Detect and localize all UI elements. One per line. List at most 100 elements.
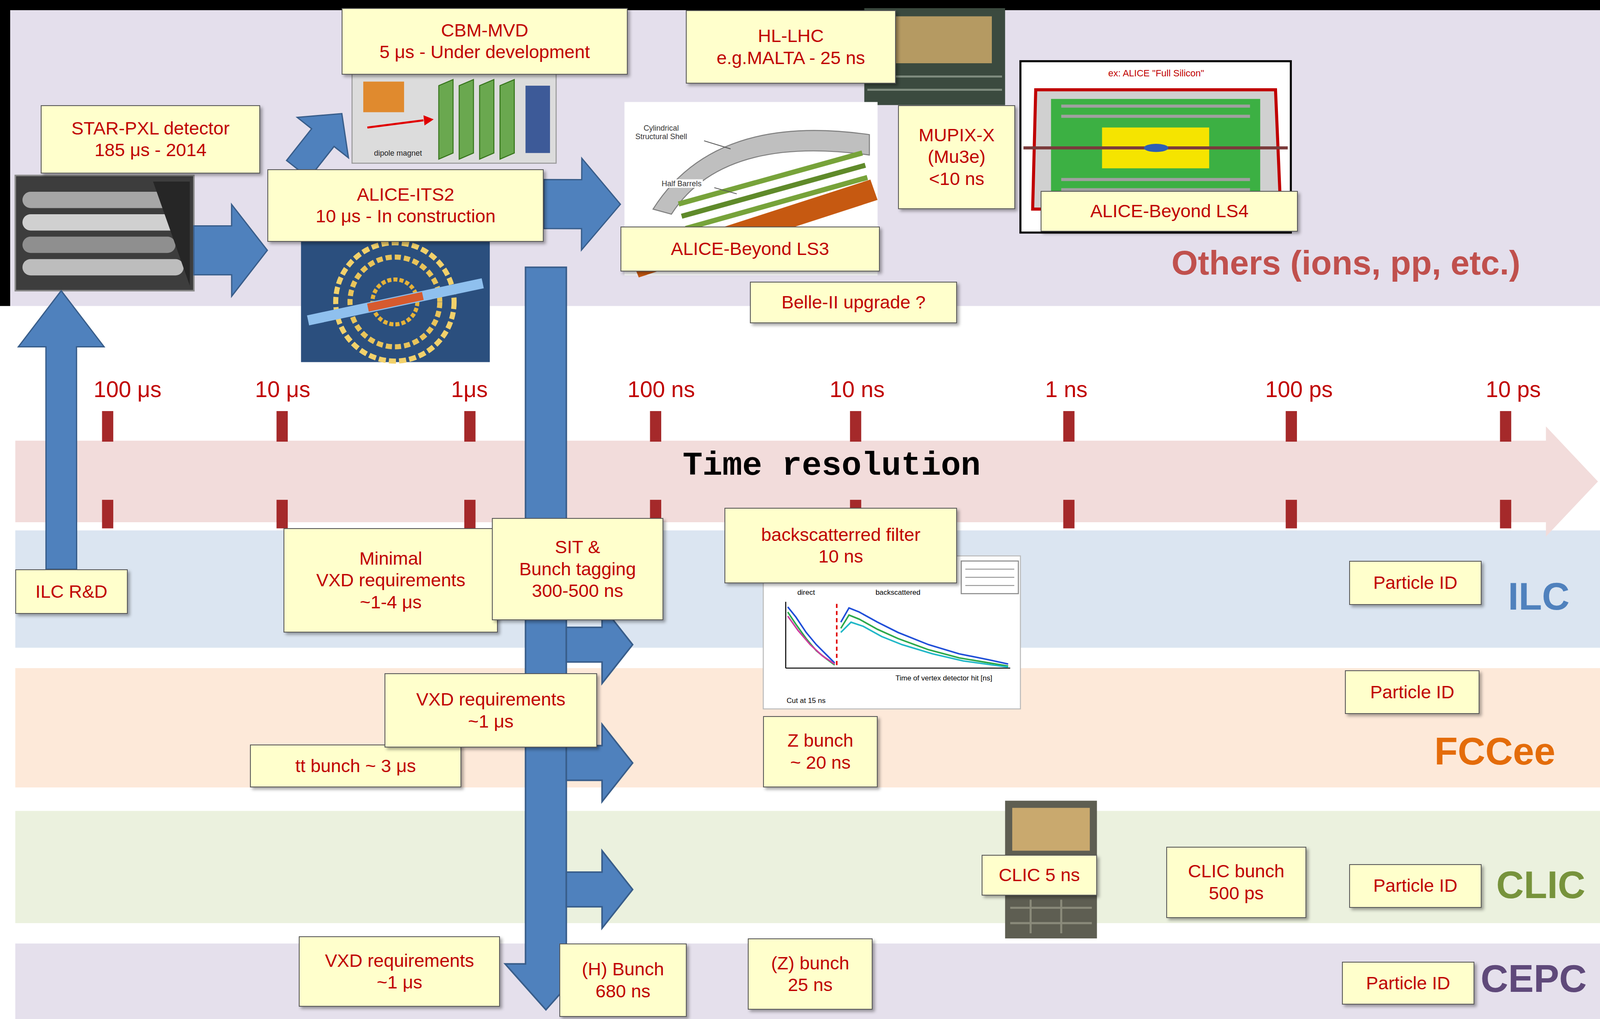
box-text: CBM-MVD 5 μs - Under development	[379, 19, 590, 64]
page-ground	[0, 0, 11, 306]
alice-its2-illustration	[300, 241, 490, 363]
box-text: (Z) bunch 25 ns	[771, 952, 850, 997]
label-box-frame: CLIC bunch 500 ps	[1166, 847, 1306, 919]
category-band	[10, 10, 1600, 306]
label-box-frame: STAR-PXL detector 185 μs - 2014	[40, 105, 261, 174]
label-box-frame: Particle ID	[1341, 962, 1475, 1005]
label-anchor: 1 ns	[1043, 376, 1089, 403]
label-anchor: Half Barrels	[660, 179, 703, 189]
box-text: Belle-II upgrade ?	[781, 291, 926, 314]
star-pxl-photo	[22, 191, 176, 208]
star-pxl-photo	[22, 236, 176, 253]
timeline-axis	[1499, 411, 1511, 442]
label-box-frame: Z bunch ~ 20 ns	[763, 716, 878, 788]
box-text: VXD requirements ~1 μs	[325, 950, 475, 994]
label-box-frame: Particle ID	[1344, 670, 1480, 715]
alice-its2-illustration	[306, 278, 484, 326]
labelled-figure: CLIC 5 ns	[981, 800, 1098, 939]
label-anchor: ex: ALICE "Full Silicon"	[1106, 67, 1206, 79]
cbm-mvd-illustration	[499, 79, 515, 160]
label-box-frame: MUPIX-X (Mu3e) <10 ns	[898, 105, 1016, 210]
label-anchor: CLIC	[1495, 863, 1587, 908]
hl-lhc-photo	[867, 88, 1003, 91]
labelled-figure: STAR-PXL detector 185 μs - 2014	[15, 175, 194, 292]
timeline-axis	[1285, 411, 1297, 442]
alice-ls4-illustration	[1061, 104, 1251, 108]
plot-label: backscattered	[874, 588, 922, 598]
clic-chip-photo	[1010, 922, 1092, 925]
label-box: Particle ID	[1341, 962, 1475, 1005]
label-anchor: 100 μs	[92, 376, 163, 403]
box-text: CLIC bunch 500 ps	[1187, 860, 1285, 905]
star-pxl-photo	[15, 175, 194, 292]
label-anchor: 10 ns	[828, 376, 887, 403]
label-box-frame: Belle-II upgrade ?	[749, 281, 958, 324]
label-box: Belle-II upgrade ?	[749, 281, 958, 324]
box-text: Particle ID	[1366, 972, 1451, 995]
labelled-figure: CBM-MVD 5 μs - Under development	[341, 8, 628, 163]
alice-its2-illustration	[335, 242, 455, 362]
clic-chip-photo	[1060, 900, 1063, 934]
plot-label: Cut at 15 ns	[785, 696, 828, 706]
label-box-frame: tt bunch ~ 3 μs	[249, 744, 462, 788]
timing-plot	[840, 608, 1008, 665]
timing-plot	[965, 577, 1015, 579]
box-text: MUPIX-X (Mu3e) <10 ns	[918, 124, 995, 191]
timeline-axis	[1285, 499, 1297, 529]
figure-label: Half Barrels	[660, 179, 703, 189]
star-pxl-photo	[22, 214, 184, 231]
labelled-figure: ALICE-Beyond LS4	[1020, 61, 1298, 233]
box-text: backscatterred filter 10 ns	[761, 524, 921, 568]
timeline-axis	[276, 499, 288, 529]
label-box: VXD requirements ~1 μs	[298, 936, 500, 1008]
timing-plot	[840, 622, 1008, 668]
timing-plot	[785, 602, 786, 669]
label-anchor: dipole magnet	[372, 148, 424, 158]
label-anchor: Time resolution	[681, 447, 982, 486]
tick-label: 10 ps	[1484, 376, 1543, 403]
timeline-axis	[464, 411, 476, 442]
cbm-mvd-illustration	[423, 115, 434, 126]
band-title: FCCee	[1433, 729, 1557, 775]
label-box: Particle ID	[1349, 561, 1483, 605]
timing-plot	[787, 607, 835, 664]
box-text: ILC R&D	[35, 581, 108, 604]
label-anchor: Others (ions, pp, etc.)	[1170, 243, 1522, 283]
tick-label: 10 μs	[253, 376, 312, 403]
alice-ls3-illustration	[714, 187, 737, 194]
label-box: VXD requirements ~1 μs	[384, 673, 597, 749]
alice-ls4-illustration	[1143, 143, 1169, 152]
figure-label: ex: ALICE "Full Silicon"	[1106, 67, 1206, 79]
alice-its2-illustration	[350, 257, 441, 348]
tick-label: 100 ps	[1263, 376, 1334, 403]
box-text: VXD requirements ~1 μs	[416, 688, 566, 733]
label-box-frame: (Z) bunch 25 ns	[747, 938, 873, 1011]
cbm-mvd-illustration	[525, 85, 551, 154]
box-text: ALICE-ITS2 10 μs - In construction	[315, 183, 496, 228]
cbm-mvd-illustration	[351, 71, 556, 163]
box-text: Particle ID	[1369, 681, 1455, 704]
label-anchor: 100 ns	[625, 376, 697, 403]
timeline-axis	[464, 499, 476, 529]
box-text: Particle ID	[1373, 572, 1458, 595]
box-text: ALICE-Beyond LS3	[670, 238, 830, 261]
label-box: Particle ID	[1344, 670, 1480, 715]
label-anchor: Time of vertex detector hit [ns]	[894, 674, 994, 683]
timing-plot	[840, 615, 1008, 667]
label-anchor: backscattered	[874, 588, 922, 598]
timing-plot	[965, 568, 1015, 570]
label-box-frame: ILC R&D	[15, 569, 128, 615]
timeline-axis	[850, 411, 862, 442]
box-text: ALICE-Beyond LS4	[1090, 200, 1249, 223]
clic-chip-photo	[1012, 808, 1090, 851]
box-text: SIT & Bunch tagging 300-500 ns	[519, 536, 636, 603]
box-text: HL-LHC e.g.MALTA - 25 ns	[716, 25, 865, 69]
star-pxl-photo	[153, 181, 191, 286]
timing-plot	[961, 561, 1019, 594]
alice-ls4-illustration	[1050, 98, 1261, 201]
label-anchor: direct	[796, 588, 817, 598]
label-box-frame: Particle ID	[1349, 864, 1483, 909]
